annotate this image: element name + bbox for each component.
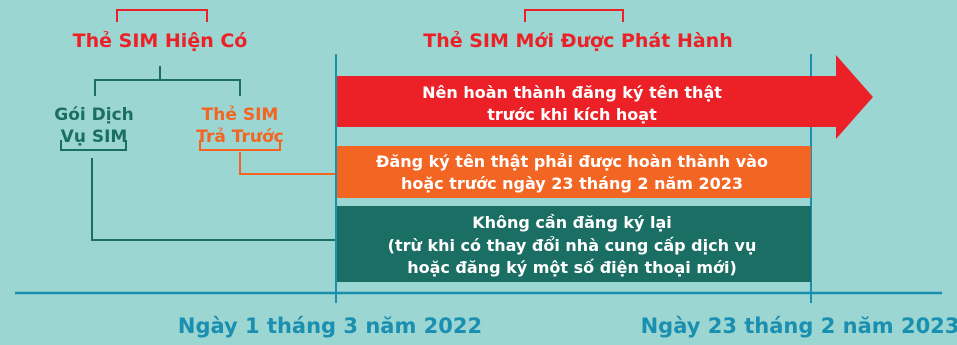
teal-bar-text-line3: hoặc đăng ký một số điện thoại mới) [407, 258, 737, 277]
new-sim-title: Thẻ SIM Mới Được Phát Hành [423, 30, 732, 52]
orange-bar-text-line2: hoặc trước ngày 23 tháng 2 năm 2023 [401, 174, 743, 193]
teal-bar-text-line2: (trừ khi có thay đổi nhà cung cấp dịch v… [388, 236, 757, 255]
red-arrow-bar [337, 55, 873, 139]
sim-plan-label-line2: Vụ SIM [61, 127, 128, 147]
sim-plan-label-line1: Gói Dịch [54, 105, 134, 125]
teal-bar [337, 206, 811, 282]
prepaid-sim-label-line2: Trả Trước [196, 127, 283, 147]
prepaid-to-orange-connector [239, 152, 336, 175]
prepaid-sim-bracket [199, 140, 281, 151]
plan-to-teal-connector [91, 158, 336, 241]
existing-sim-title: Thẻ SIM Hiện Có [73, 30, 248, 52]
new-sim-top-bracket [524, 9, 624, 22]
red-bar-text-line1: Nên hoàn thành đăng ký tên thật [422, 83, 722, 102]
existing-sim-top-bracket [116, 9, 208, 22]
end-date-label: Ngày 23 tháng 2 năm 2023 [641, 314, 957, 338]
start-date-label: Ngày 1 tháng 3 năm 2022 [178, 314, 482, 338]
orange-bar-text-line1: Đăng ký tên thật phải được hoàn thành và… [376, 152, 768, 171]
sim-plan-bracket [60, 140, 127, 151]
red-bar-text-line2: trước khi kích hoạt [487, 105, 657, 124]
existing-sim-tree [94, 66, 241, 96]
prepaid-sim-label-line1: Thẻ SIM [202, 105, 279, 125]
teal-bar-text-line1: Không cần đăng ký lại [472, 213, 672, 232]
orange-bar [337, 146, 811, 198]
